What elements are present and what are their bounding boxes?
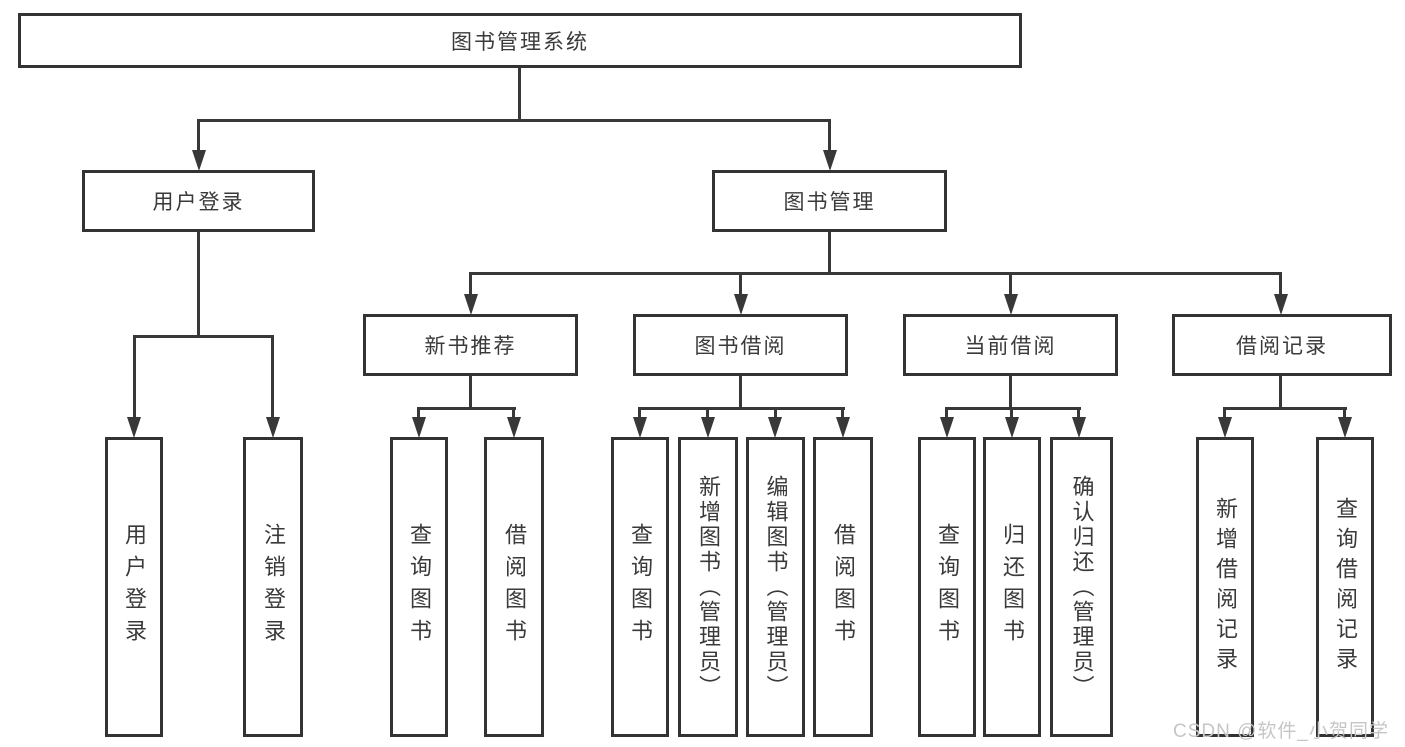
connector-line — [706, 407, 709, 421]
node-new-book-recommendation: 新书推荐 — [363, 314, 578, 376]
connector-line — [739, 272, 742, 297]
arrow-down-icon — [768, 417, 782, 438]
arrow-down-icon — [507, 417, 521, 438]
connector-line — [1223, 407, 1226, 421]
leaf-user-login: 用户登录 — [105, 437, 163, 737]
arrow-down-icon — [734, 294, 748, 315]
node-borrowing-records: 借阅记录 — [1172, 314, 1392, 376]
node-label: 新书推荐 — [424, 335, 517, 358]
node-label: 当前借阅 — [964, 335, 1057, 358]
arrow-down-icon — [1218, 417, 1232, 438]
node-label: 图书管理系统 — [451, 30, 589, 54]
arrow-down-icon — [127, 417, 141, 438]
arrow-down-icon — [940, 417, 954, 438]
leaf-borrow-books: 借阅图书 — [813, 437, 873, 737]
connector-line — [1279, 272, 1282, 297]
connector-line — [1010, 407, 1013, 421]
connector-line — [828, 230, 831, 274]
connector-line — [739, 374, 742, 409]
connector-line — [469, 374, 472, 409]
connector-line — [197, 119, 831, 122]
arrow-down-icon — [701, 417, 715, 438]
node-label: 图书管理 — [783, 191, 876, 214]
arrow-down-icon — [1274, 294, 1288, 315]
leaf-logout: 注销登录 — [243, 437, 303, 737]
node-label: 注销登录 — [261, 523, 286, 651]
leaf-edit-books-admin: 编辑图书（管理员） — [746, 437, 805, 737]
connector-line — [197, 119, 200, 153]
node-user-login-group: 用户登录 — [82, 170, 315, 232]
connector-line — [197, 230, 200, 337]
connector-line — [417, 407, 516, 410]
node-label: 图书借阅 — [694, 335, 787, 358]
connector-line — [1077, 407, 1080, 421]
node-book-borrowing: 图书借阅 — [633, 314, 848, 376]
node-label: 查询图书 — [407, 523, 432, 651]
arrow-down-icon — [633, 417, 647, 438]
connector-line — [512, 407, 515, 421]
node-label: 借阅记录 — [1236, 335, 1328, 358]
arrow-down-icon — [1005, 417, 1019, 438]
leaf-add-books-admin: 新增图书（管理员） — [678, 437, 738, 737]
connector-line — [841, 407, 844, 421]
arrow-down-icon — [266, 417, 280, 438]
connector-line — [1223, 407, 1347, 410]
connector-line — [271, 335, 274, 420]
connector-line — [469, 272, 1282, 275]
leaf-borrow-books-recommend: 借阅图书 — [484, 437, 544, 737]
connector-line — [133, 335, 136, 420]
arrow-down-icon — [192, 150, 206, 171]
leaf-return-books: 归还图书 — [983, 437, 1041, 737]
connector-line — [638, 407, 845, 410]
node-current-borrowing: 当前借阅 — [903, 314, 1118, 376]
node-label: 借阅图书 — [502, 523, 527, 651]
csdn-watermark: CSDN @软件_小贺同学 — [1173, 721, 1389, 742]
connector-line — [518, 68, 521, 122]
connector-line — [638, 407, 641, 421]
leaf-query-books-current: 查询图书 — [918, 437, 976, 737]
leaf-add-borrow-record: 新增借阅记录 — [1196, 437, 1254, 737]
arrow-down-icon — [464, 294, 478, 315]
connector-line — [1009, 272, 1012, 297]
arrow-down-icon — [1004, 294, 1018, 315]
connector-line — [945, 407, 948, 421]
connector-line — [945, 407, 1081, 410]
node-label: 新增借阅记录 — [1213, 497, 1238, 677]
connector-line — [1009, 374, 1012, 409]
connector-line — [774, 407, 777, 421]
connector-line — [1279, 374, 1282, 409]
arrow-down-icon — [823, 150, 837, 171]
node-label: 用户登录 — [122, 523, 147, 651]
connector-line — [828, 119, 831, 153]
node-label: 查询图书 — [935, 523, 960, 651]
leaf-confirm-return-admin: 确认归还（管理员） — [1050, 437, 1113, 737]
arrow-down-icon — [412, 417, 426, 438]
arrow-down-icon — [836, 417, 850, 438]
node-label: 新增图书（管理员） — [696, 474, 721, 700]
connector-line — [417, 407, 420, 421]
connector-line — [469, 272, 472, 297]
node-label: 借阅图书 — [831, 523, 856, 651]
node-book-management: 图书管理 — [712, 170, 947, 232]
node-label: 用户登录 — [152, 191, 245, 214]
node-label: 确认归还（管理员） — [1069, 474, 1095, 700]
arrow-down-icon — [1338, 417, 1352, 438]
node-label: 归还图书 — [1000, 523, 1025, 651]
connector-line — [1343, 407, 1346, 421]
node-label: 查询借阅记录 — [1333, 497, 1358, 677]
node-label: 查询图书 — [628, 523, 653, 651]
node-label: 编辑图书（管理员） — [763, 474, 789, 700]
arrow-down-icon — [1072, 417, 1086, 438]
leaf-query-books-borrow: 查询图书 — [611, 437, 669, 737]
leaf-query-borrow-record: 查询借阅记录 — [1316, 437, 1374, 737]
connector-line — [133, 335, 274, 338]
leaf-query-books-recommend: 查询图书 — [390, 437, 448, 737]
node-library-management-system: 图书管理系统 — [18, 13, 1022, 68]
